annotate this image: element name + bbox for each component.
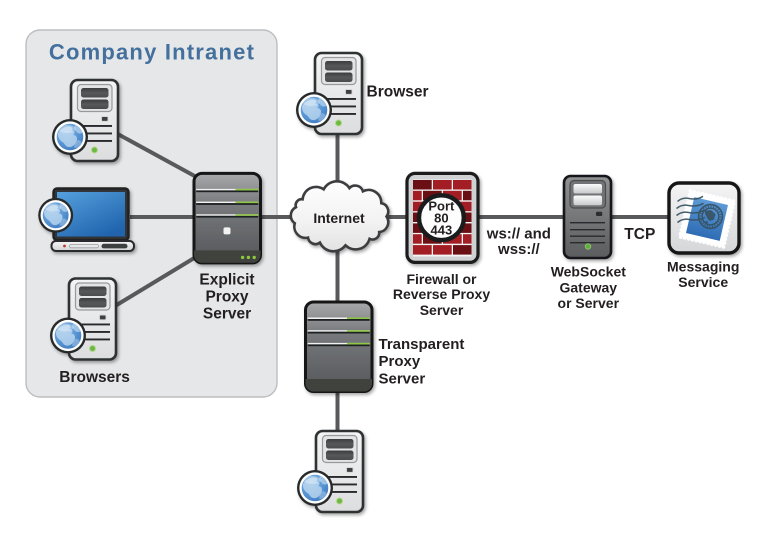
svg-text:443: 443	[431, 222, 453, 237]
svg-text:WebSocket: WebSocket	[551, 264, 627, 280]
svg-text:Server: Server	[203, 306, 251, 323]
svg-text:TCP: TCP	[624, 226, 655, 243]
svg-text:Proxy: Proxy	[379, 353, 421, 370]
svg-text:or Server: or Server	[558, 295, 620, 311]
svg-text:Company Intranet: Company Intranet	[49, 40, 255, 65]
svg-text:Internet: Internet	[313, 210, 365, 226]
svg-text:Explicit: Explicit	[199, 272, 254, 289]
svg-text:Transparent: Transparent	[379, 336, 465, 353]
svg-text:wss://: wss://	[497, 241, 541, 258]
svg-text:Messaging: Messaging	[667, 259, 739, 275]
svg-text:Reverse Proxy: Reverse Proxy	[393, 286, 491, 302]
svg-text:Firewall or: Firewall or	[406, 271, 477, 287]
svg-text:Service: Service	[678, 274, 728, 290]
svg-text:Port: Port	[428, 199, 455, 214]
svg-text:Browsers: Browsers	[59, 369, 130, 386]
svg-text:Browser: Browser	[367, 83, 429, 100]
svg-text:Proxy: Proxy	[205, 289, 248, 306]
svg-text:Server: Server	[379, 371, 426, 388]
svg-text:80: 80	[434, 211, 448, 226]
svg-text:Gateway: Gateway	[560, 280, 618, 296]
svg-text:ws:// and: ws:// and	[486, 225, 551, 242]
svg-text:Server: Server	[420, 302, 464, 318]
